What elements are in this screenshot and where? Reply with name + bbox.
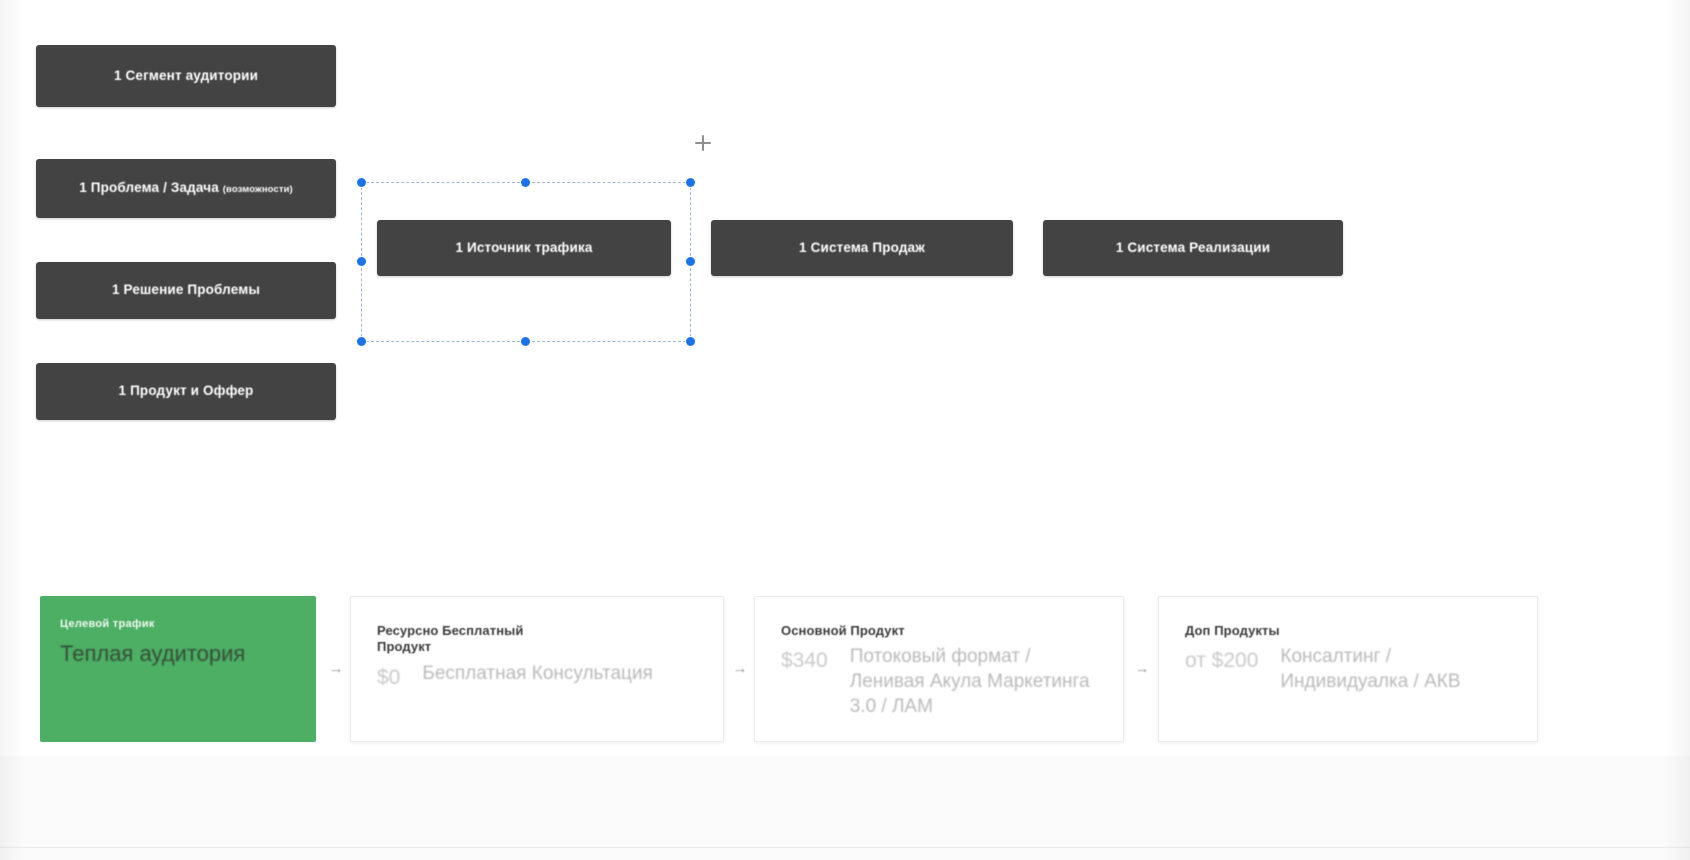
arrow-right-icon: → — [732, 660, 748, 677]
resize-handle-n[interactable] — [521, 178, 530, 187]
node-traffic-source[interactable]: 1 Источник трафика — [377, 220, 671, 276]
resize-handle-s[interactable] — [521, 337, 530, 346]
bottom-divider — [0, 847, 1690, 848]
node-label: 1 Проблема / Задача (возможности) — [79, 180, 293, 197]
card-body: $0 Бесплатная Консультация — [377, 662, 697, 690]
resize-handle-ne[interactable] — [686, 178, 695, 187]
card-price: $340 — [781, 649, 828, 673]
node-product-offer[interactable]: 1 Продукт и Оффер — [36, 363, 336, 420]
resize-handle-w[interactable] — [357, 257, 366, 266]
card-price: $0 — [377, 665, 401, 689]
card-price: от $200 — [1185, 649, 1259, 673]
node-label-sub: (возможности) — [222, 184, 293, 196]
plus-icon — [694, 134, 712, 152]
card-body: от $200 Консалтинг / Индивидуалка / АКВ — [1185, 645, 1511, 694]
card-kicker: Основной Продукт — [781, 623, 905, 638]
node-problem-task[interactable]: 1 Проблема / Задача (возможности) — [36, 159, 336, 218]
funnel-card-extra-products[interactable]: Доп Продукты от $200 Консалтинг / Индиви… — [1158, 596, 1538, 742]
node-label: 1 Система Реализации — [1115, 239, 1271, 255]
product-funnel: Целевой трафик Теплая аудитория → Ресурс… — [0, 596, 1690, 756]
arrow-right-icon: → — [1134, 660, 1150, 677]
node-label: 1 Решение Проблемы — [111, 282, 261, 298]
card-kicker: Ресурсно Бесплатный Продукт — [377, 623, 524, 655]
resize-handle-se[interactable] — [686, 337, 695, 346]
card-body: $340 Потоковый формат / Ленивая Акула Ма… — [781, 645, 1097, 719]
resize-handle-sw[interactable] — [357, 337, 366, 346]
arrow-right-icon: → — [328, 660, 344, 677]
node-solution[interactable]: 1 Решение Проблемы — [36, 262, 336, 319]
card-title: Теплая аудитория — [60, 641, 246, 666]
node-fulfilment-system[interactable]: 1 Система Реализации — [1043, 220, 1343, 276]
node-label: 1 Система Продаж — [799, 239, 925, 255]
funnel-card-audience[interactable]: Целевой трафик Теплая аудитория — [40, 596, 316, 742]
resize-handle-e[interactable] — [686, 257, 695, 266]
card-kicker: Целевой трафик — [60, 618, 155, 630]
bottom-strip — [0, 756, 1690, 860]
node-label-main: 1 Проблема / Задача — [79, 180, 219, 196]
resize-handle-nw[interactable] — [357, 178, 366, 187]
node-label: 1 Источник трафика — [455, 239, 593, 255]
node-label: 1 Сегмент аудитории — [113, 67, 259, 83]
funnel-card-free-product[interactable]: Ресурсно Бесплатный Продукт $0 Бесплатна… — [350, 596, 724, 742]
node-label: 1 Продукт и Оффер — [118, 383, 254, 399]
node-sales-system[interactable]: 1 Система Продаж — [711, 220, 1013, 276]
funnel-card-main-product[interactable]: Основной Продукт $340 Потоковый формат /… — [754, 596, 1124, 742]
card-description: Бесплатная Консультация — [422, 662, 653, 684]
card-description: Консалтинг / Индивидуалка / АКВ — [1280, 646, 1461, 692]
node-segment-audience[interactable]: 1 Сегмент аудитории — [36, 45, 336, 107]
card-kicker: Доп Продукты — [1185, 623, 1280, 638]
card-description: Потоковый формат / Ленивая Акула Маркети… — [849, 646, 1090, 717]
